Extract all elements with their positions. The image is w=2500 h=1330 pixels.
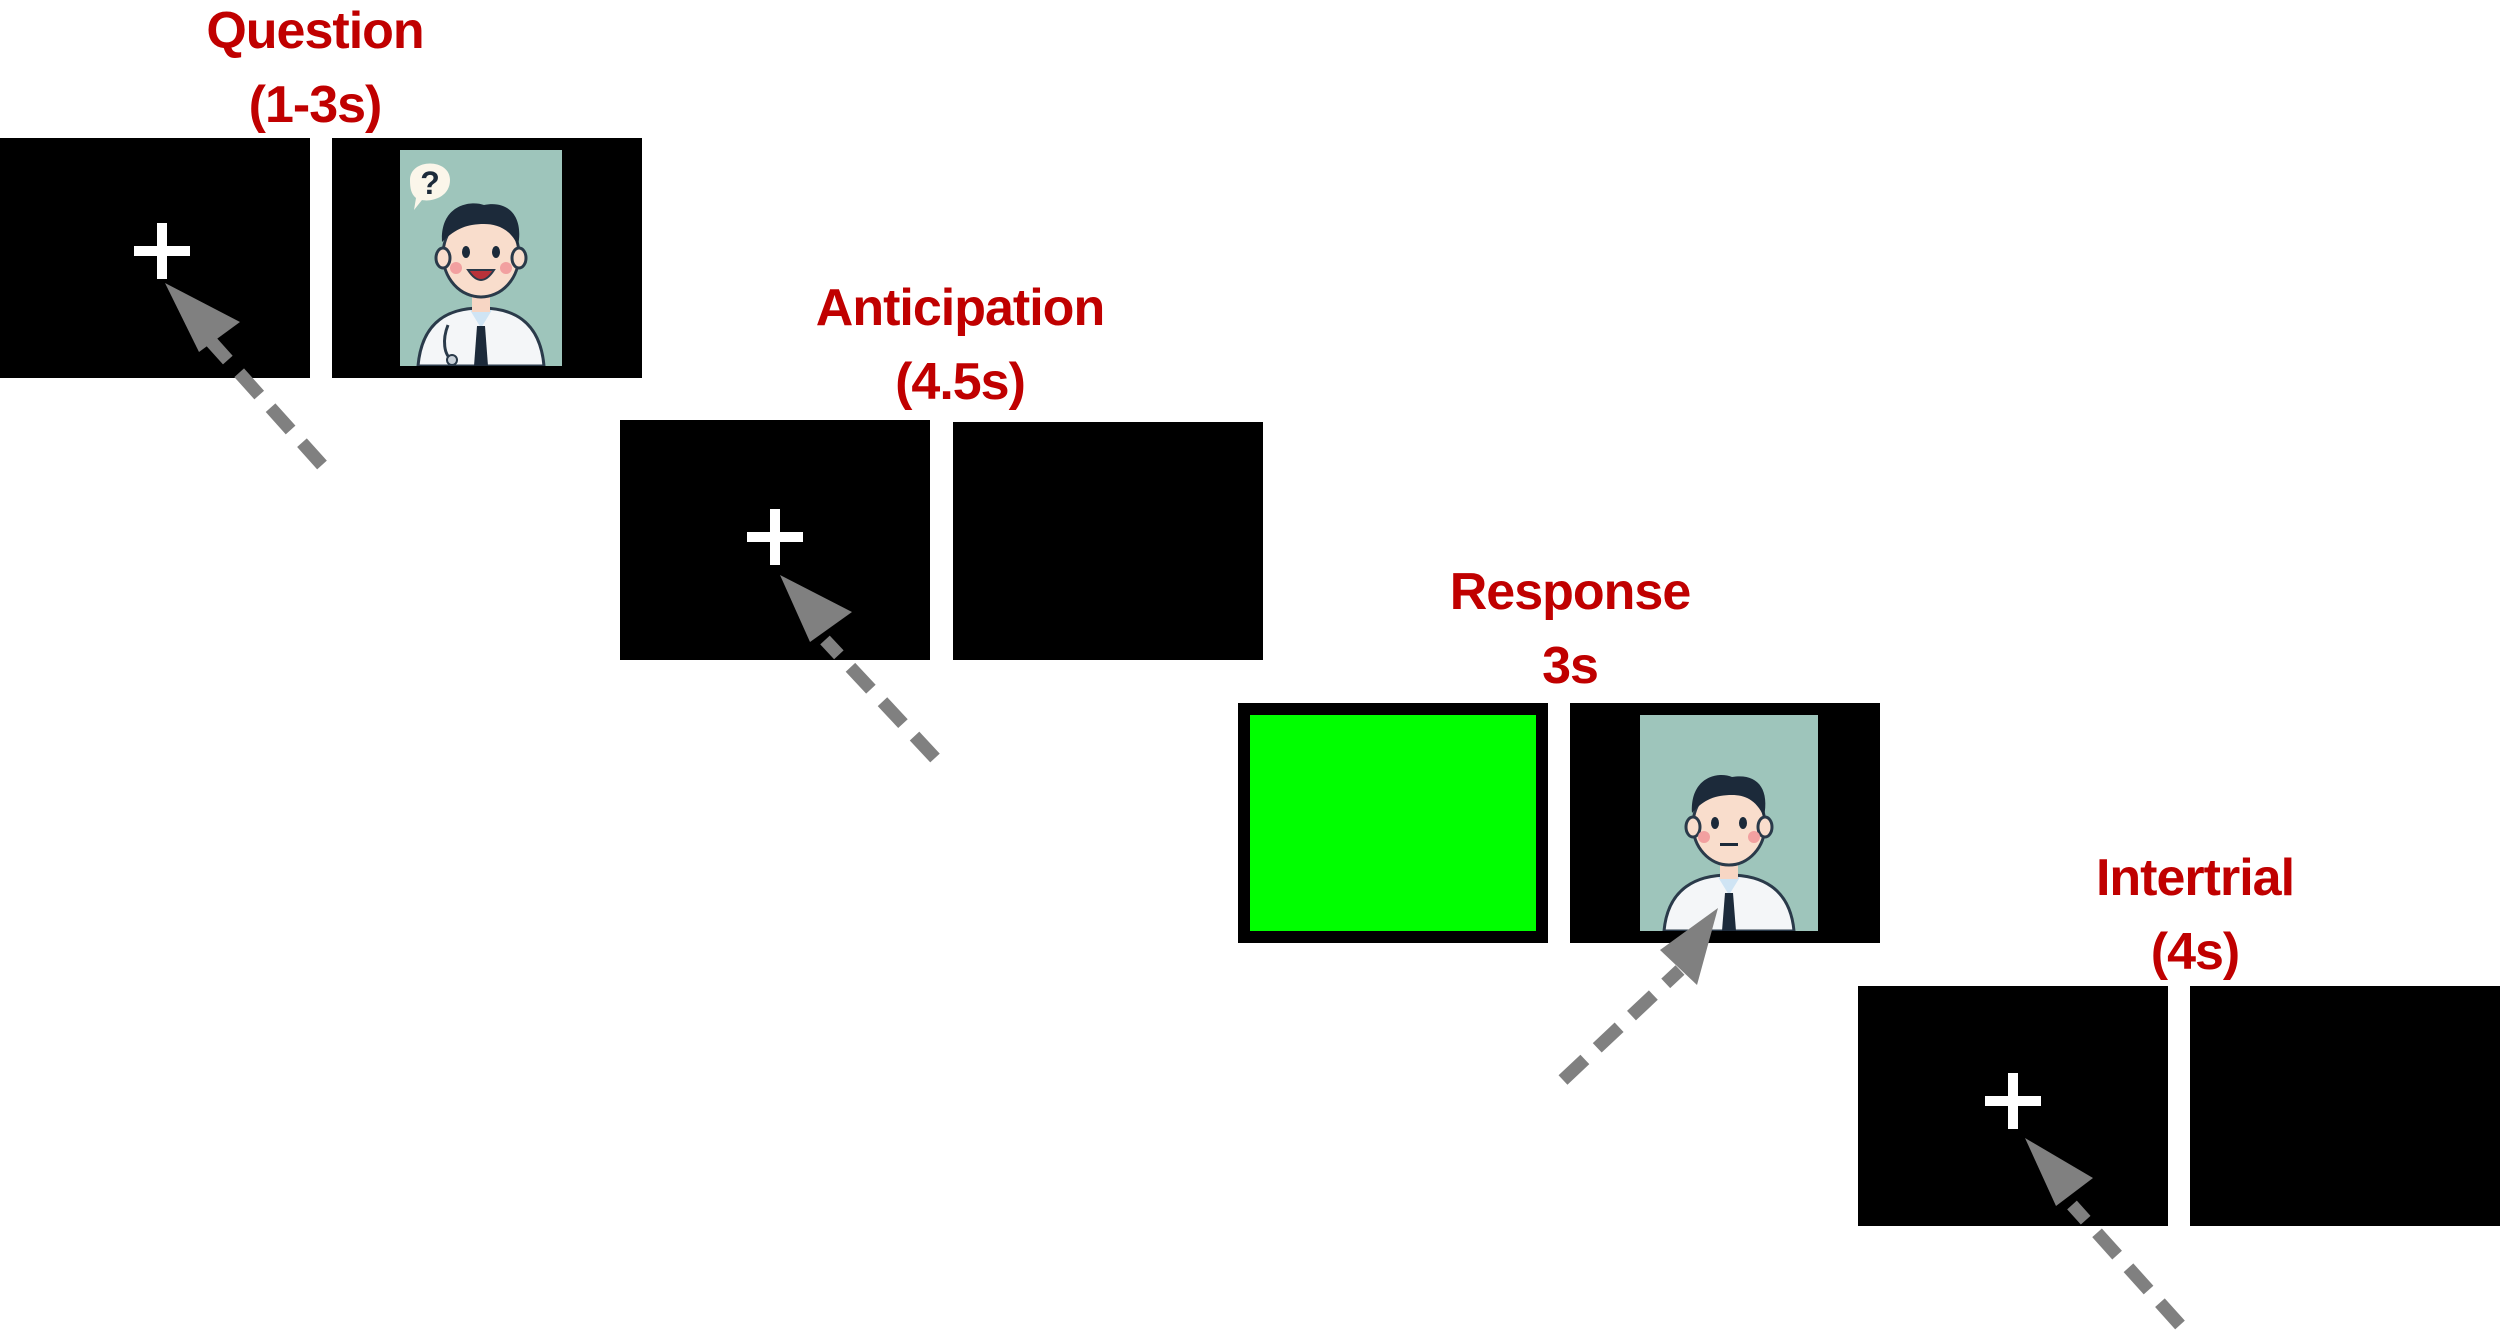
dashed-arrow-cursor-icon: [1558, 908, 1718, 1085]
doctor-avatar-icon: ?: [400, 150, 562, 366]
question-stimulus-screen: ?: [332, 138, 642, 378]
stage-label-intertrial: Intertrial (4s): [2055, 841, 2335, 989]
question-fixation-screen: [0, 138, 310, 378]
response-stimulus-screen: [1570, 703, 1880, 943]
anticipation-blank-screen: [953, 422, 1263, 660]
question-mark-speech-bubble-icon: ?: [410, 163, 450, 210]
dashed-arrow-cursor-icon: [780, 575, 940, 763]
stage-label-response: Response 3s: [1410, 555, 1730, 703]
stage-duration: (1-3s): [248, 76, 383, 134]
dashed-arrow-cursor-icon: [2025, 1138, 2185, 1330]
stage-label-question: Question (1-3s): [175, 0, 455, 142]
green-response-cue: [1250, 715, 1536, 931]
stage-duration: (4s): [2150, 923, 2240, 981]
dashed-arrow-cursor-icon: [165, 283, 327, 470]
stage-title: Anticipation: [815, 279, 1105, 337]
stage-title: Intertrial: [2095, 849, 2295, 907]
intertrial-fixation-screen: [1858, 986, 2168, 1226]
stage-title: Response: [1449, 563, 1692, 621]
stage-duration: (4.5s): [895, 353, 1026, 411]
stage-label-anticipation: Anticipation (4.5s): [780, 271, 1140, 419]
response-cue-screen: [1238, 703, 1548, 943]
fixation-cross-icon: [134, 223, 190, 279]
anticipation-fixation-screen: [620, 420, 930, 660]
stage-title: Question: [206, 2, 424, 60]
fixation-cross-icon: [1985, 1073, 2041, 1129]
doctor-avatar-icon: [1640, 715, 1818, 931]
stage-duration: 3s: [1542, 637, 1599, 695]
bubble-question-mark: ?: [420, 165, 440, 201]
fixation-cross-icon: [747, 509, 803, 565]
intertrial-blank-screen: [2190, 986, 2500, 1226]
